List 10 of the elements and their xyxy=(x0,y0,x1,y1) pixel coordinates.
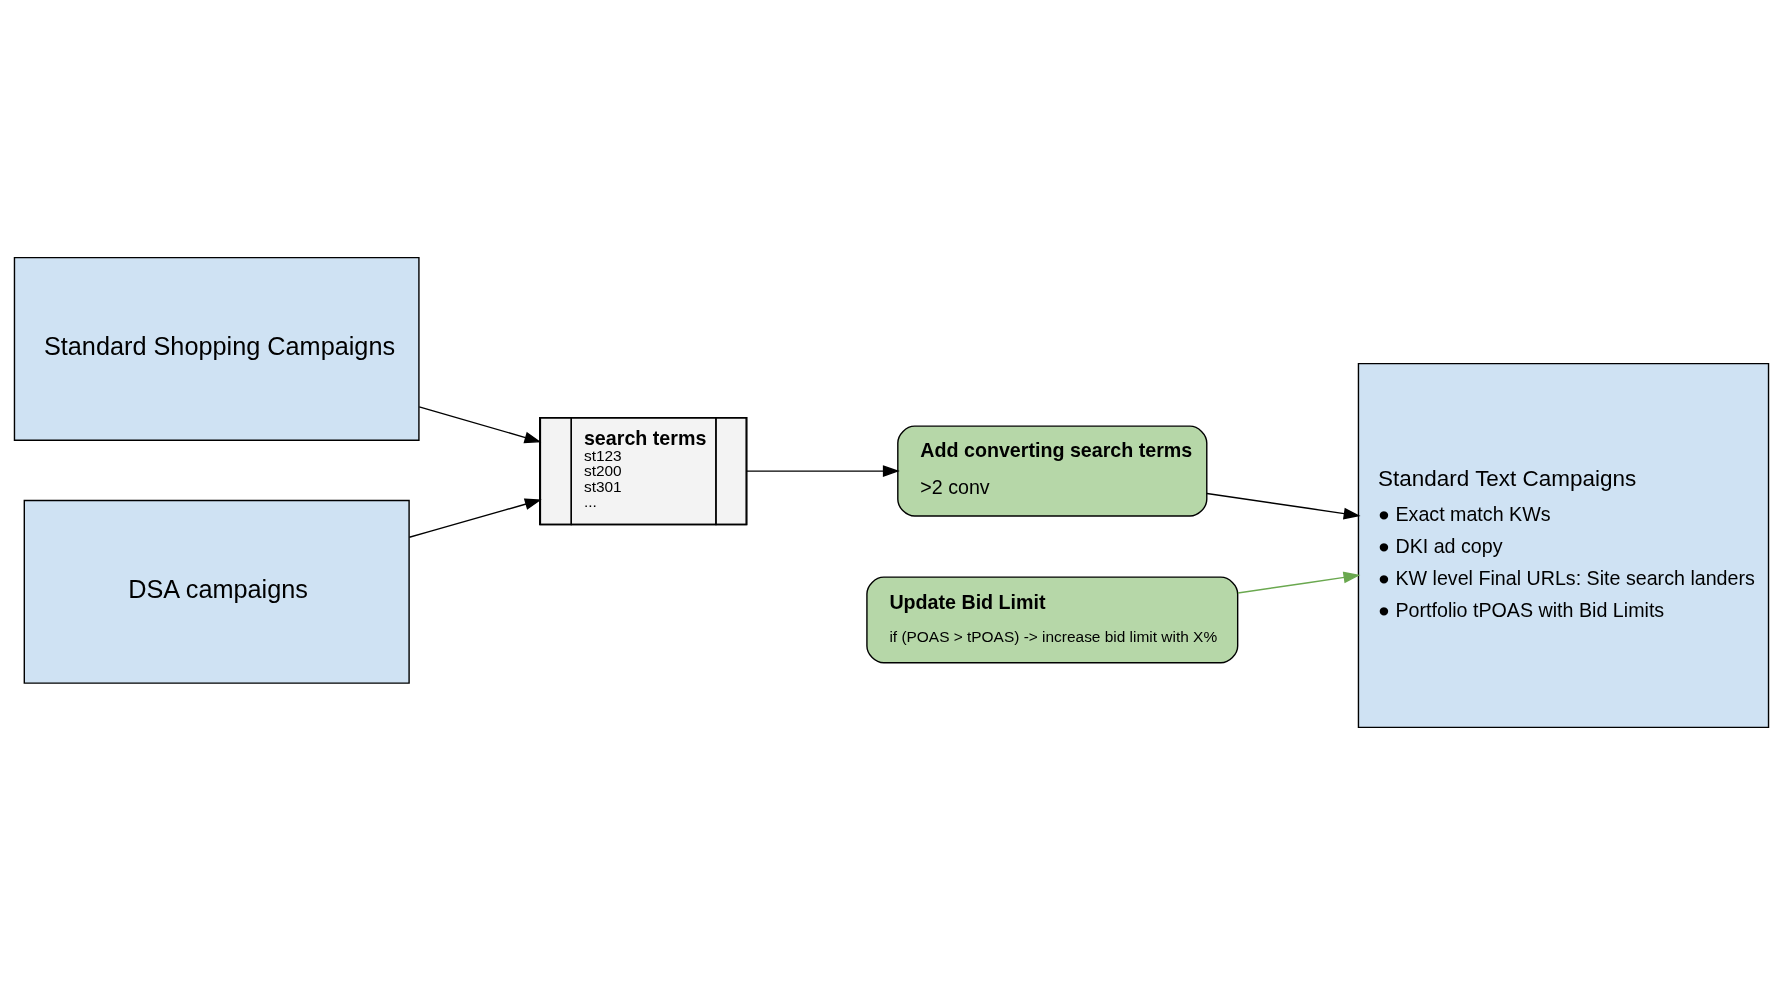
arrow xyxy=(408,498,542,538)
node-box: DSA campaigns xyxy=(23,499,410,684)
node-box: Update Bid Limit if (POAS > tPOAS) -> increase bid limit with X% xyxy=(866,575,1239,663)
arrow xyxy=(1237,571,1361,594)
arrow xyxy=(418,405,542,443)
arrow xyxy=(1206,492,1361,519)
node-box: Standard Shopping Campaigns xyxy=(13,256,420,441)
node-box: Add converting search terms >2 conv xyxy=(897,424,1208,517)
node-box: Standard Text Campaigns ● Exact match KWs ● DKI ad copy ● KW level Final URLs: Site search landers ● Portfolio tPOAS with Bid Limits xyxy=(1357,362,1770,728)
arrow xyxy=(745,464,900,477)
